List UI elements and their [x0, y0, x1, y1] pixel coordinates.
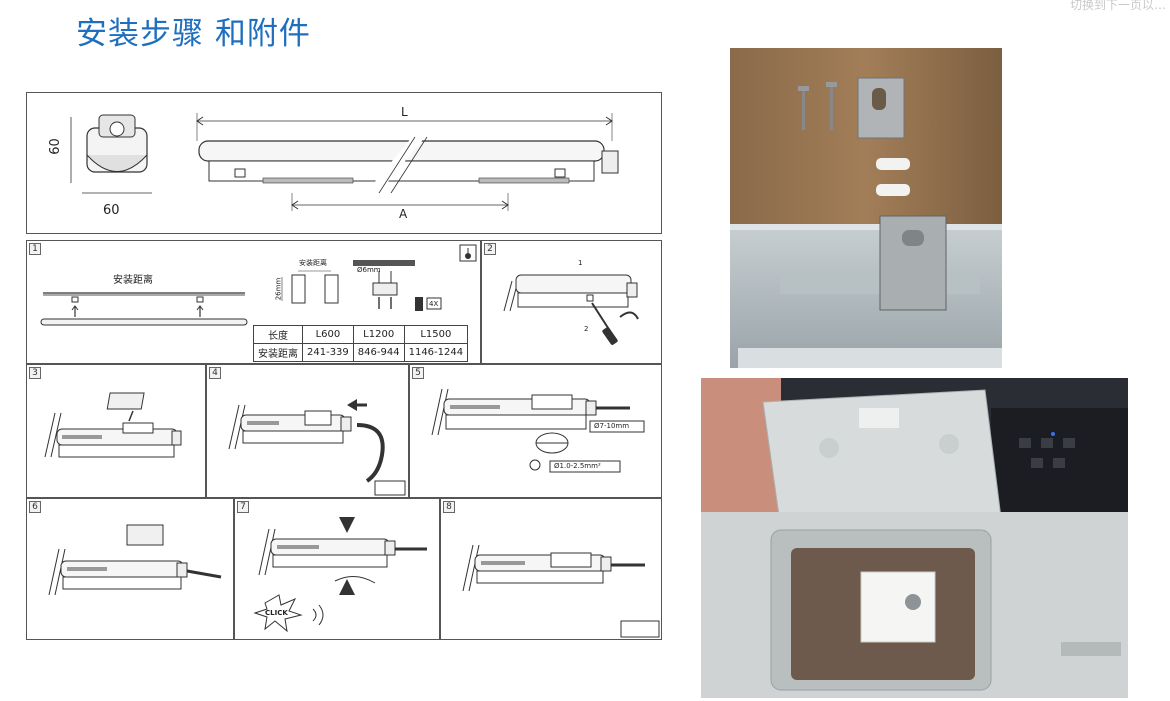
- table-cell: L600: [302, 325, 354, 344]
- mounting-distance-label: 安装距离: [113, 275, 153, 286]
- step-7-panel: 7 CLICK: [234, 498, 440, 640]
- step-8-panel: 8: [440, 498, 662, 640]
- top-view-distance-label: 安装距离: [299, 259, 327, 267]
- step-number: 5: [412, 367, 424, 379]
- step-number: 4: [209, 367, 221, 379]
- bracket-depth-label: 26mm: [274, 277, 283, 301]
- step-6-panel: 6: [26, 498, 234, 640]
- wire-section-label: Ø1.0-2.5mm²: [554, 462, 601, 470]
- length-dimension-label: L: [401, 105, 408, 119]
- step-number: 2: [484, 243, 496, 255]
- step-3-panel: 3: [26, 364, 206, 498]
- anchor-dimension-label: A: [399, 207, 408, 221]
- dimension-panel: 60 60 L A: [26, 92, 662, 234]
- table-cell: 241-339: [302, 343, 354, 362]
- accessories-photo: [730, 48, 1002, 368]
- step-8-drawing: [462, 544, 660, 638]
- table-cell: 安装距离: [253, 343, 303, 362]
- table-cell: 长度: [253, 325, 303, 344]
- step-1-panel: 1: [26, 240, 481, 364]
- table-cell: L1500: [403, 325, 469, 344]
- table-cell: 1146-1244: [403, 343, 469, 362]
- table-row: 安装距离 241-339 846-944 1146-1244: [253, 343, 469, 362]
- corner-faded-text: 切换到下一页以…: [1069, 0, 1166, 12]
- step-number: 3: [29, 367, 41, 379]
- callout-2: 2: [584, 325, 589, 333]
- step-number: 8: [443, 501, 455, 513]
- drill-size-label: Ø6mm: [357, 266, 381, 274]
- table-cell: 846-944: [352, 343, 405, 362]
- step-1-drawing: [40, 244, 477, 326]
- step-7-drawing: [253, 517, 427, 633]
- step-number: 7: [237, 501, 249, 513]
- step-6-drawing: [48, 524, 222, 596]
- step-2-panel: 2 1 2: [481, 240, 662, 364]
- installation-sheet: 60 60 L A 1: [26, 92, 662, 640]
- callout-1: 1: [578, 259, 583, 267]
- height-dimension-label: 60: [47, 138, 63, 155]
- page-title: 安装步骤 和附件: [76, 16, 311, 52]
- step-number: 1: [29, 243, 41, 255]
- step-5-panel: 5 Ø7-10mm Ø1.0-2.5mm²: [409, 364, 662, 498]
- step-4-drawing: [228, 399, 406, 496]
- step-2-drawing: [503, 274, 639, 345]
- screw-count-label: 4X: [429, 300, 439, 308]
- mounting-distance-table: 长度 L600 L1200 L1500 安装距离 241-339 846-944…: [253, 325, 469, 362]
- step-number: 6: [29, 501, 41, 513]
- step-4-panel: 4: [206, 364, 409, 498]
- terminal-box-photo-image: [701, 378, 1128, 698]
- step-3-drawing: [44, 392, 182, 458]
- step-5-drawing: [431, 388, 645, 473]
- width-dimension-label: 60: [103, 203, 120, 218]
- accessories-photo-image: [730, 48, 1002, 368]
- table-header-row: 长度 L600 L1200 L1500: [253, 325, 469, 344]
- table-cell: L1200: [352, 325, 405, 344]
- cable-diameter-label: Ø7-10mm: [594, 422, 630, 430]
- click-sound-label: CLICK: [265, 609, 288, 617]
- luminaire-dimension-drawing: [70, 113, 619, 211]
- terminal-box-photo: [701, 378, 1128, 698]
